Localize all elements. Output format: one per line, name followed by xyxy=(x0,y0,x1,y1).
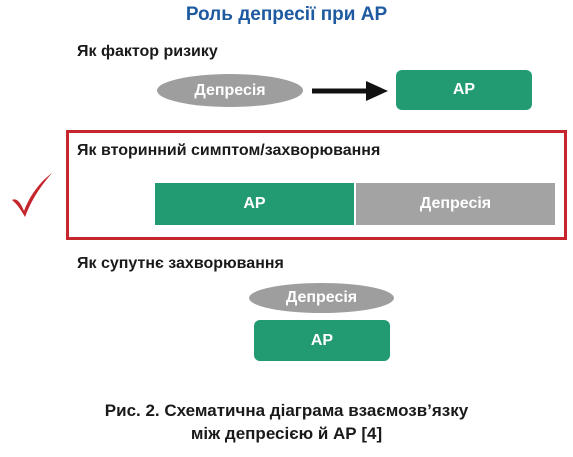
section-risk-factor-label: Як фактор ризику xyxy=(77,43,218,60)
section-comorbid-label: Як супутнє захворювання xyxy=(77,255,284,272)
risk-factor-depression-pill: Депресія xyxy=(157,74,303,107)
comorbid-depression-pill: Депресія xyxy=(249,283,394,313)
diagram-title: Роль депресії при АР xyxy=(185,4,388,25)
comorbid-ar-box: АР xyxy=(254,320,390,361)
figure-caption-line1: Рис. 2. Схематична діаграма взаємозв’язк… xyxy=(104,401,469,420)
section-secondary-label: Як вторинний симптом/захворювання xyxy=(77,142,381,159)
secondary-depression-block: Депресія xyxy=(356,183,555,225)
highlight-frame xyxy=(66,130,567,240)
figure-caption-line2: між депресією й АР [4] xyxy=(190,424,383,443)
risk-factor-ar-box: АР xyxy=(396,70,532,110)
checkmark-icon xyxy=(9,170,55,220)
secondary-ar-block: АР xyxy=(155,183,354,225)
arrow-right-icon xyxy=(312,81,388,101)
